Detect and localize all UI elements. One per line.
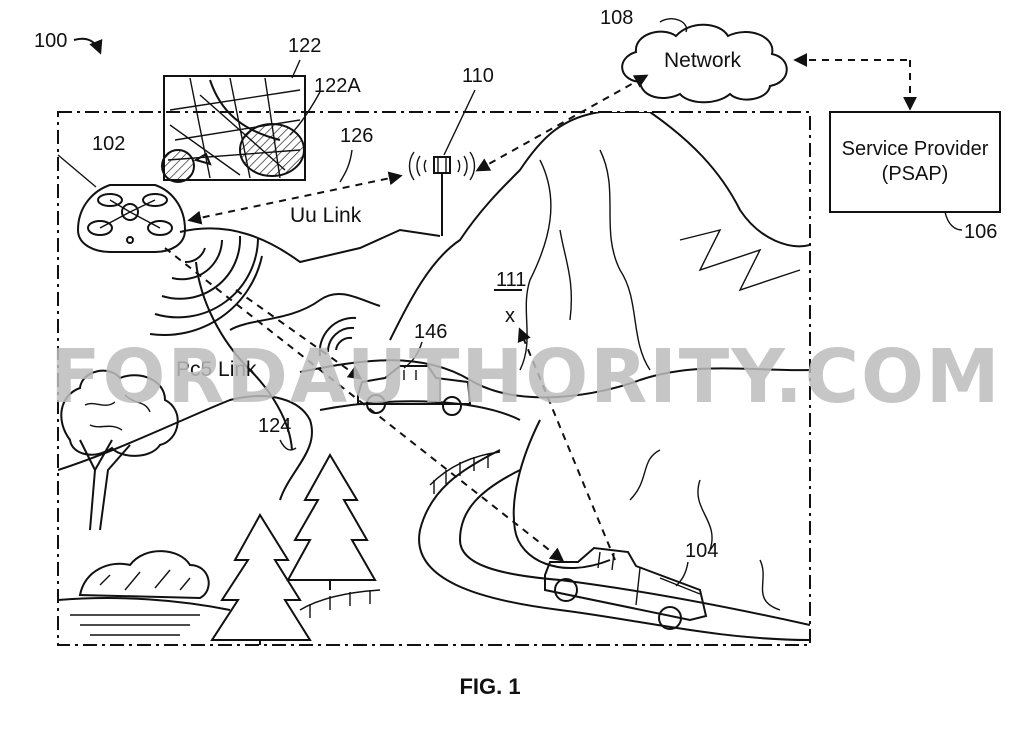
uu-link-label: Uu Link	[290, 204, 362, 227]
map-region-122a	[240, 124, 304, 176]
map-display	[162, 76, 305, 182]
ref-106: 106	[964, 221, 997, 243]
arrow-100	[74, 39, 100, 52]
tower-network-link	[478, 76, 646, 170]
figure-caption: FIG. 1	[459, 674, 520, 699]
network-label: Network	[664, 49, 742, 72]
cliff-edge	[514, 420, 610, 568]
leader-102	[58, 155, 96, 187]
bush	[80, 551, 209, 598]
service-provider-sublabel: (PSAP)	[882, 163, 949, 185]
mountain-crevice-2	[560, 230, 571, 320]
lake-shore	[58, 598, 230, 610]
ref-122a: 122A	[314, 75, 361, 97]
pine-tree-right	[288, 455, 375, 590]
ref-108: 108	[600, 7, 633, 29]
drone	[78, 185, 185, 252]
leader-106	[945, 212, 962, 230]
ref-100: 100	[34, 30, 67, 52]
map-region-small	[162, 150, 194, 182]
ref-126: 126	[340, 125, 373, 147]
lake-ripples	[70, 615, 200, 635]
leader-124	[280, 440, 296, 450]
ref-102: 102	[92, 133, 125, 155]
service-provider-label: Service Provider	[842, 138, 989, 160]
mountain-outline	[390, 112, 810, 340]
ref-122: 122	[288, 35, 321, 57]
mountain-crevice	[680, 230, 800, 290]
ref-104: 104	[685, 540, 718, 562]
watermark: FORDAUTHORITY.COM	[50, 334, 1002, 420]
leader-110	[444, 90, 475, 155]
ref-111: 111	[496, 269, 526, 291]
leader-126	[340, 150, 352, 182]
location-mark: x	[505, 305, 515, 327]
cell-tower	[409, 152, 474, 236]
cliff-detail	[630, 450, 780, 610]
service-provider-box	[830, 112, 1000, 212]
ref-110: 110	[462, 65, 494, 87]
guard-rail	[300, 452, 500, 618]
hill-line-2	[230, 294, 380, 330]
